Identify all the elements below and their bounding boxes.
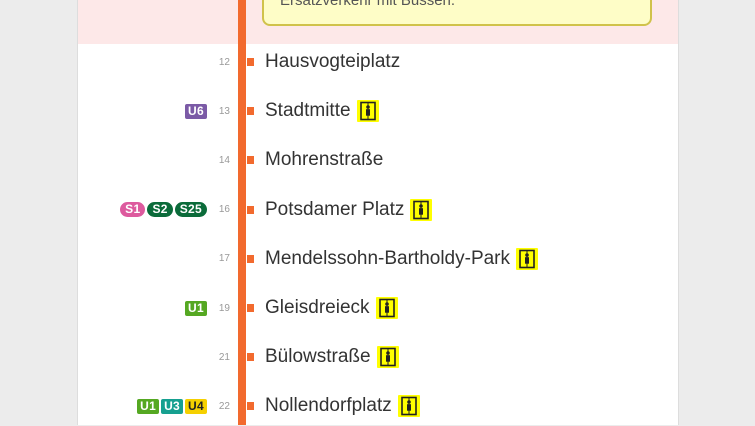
stop-marker bbox=[247, 156, 254, 165]
stop-name[interactable]: Nollendorfplatz bbox=[265, 386, 420, 426]
line-badge-u6[interactable]: U6 bbox=[185, 103, 207, 119]
elevator-icon bbox=[516, 247, 539, 270]
stop-name[interactable]: Stadtmitte bbox=[265, 91, 379, 131]
stop-name-text[interactable]: Potsdamer Platz bbox=[265, 198, 405, 220]
stop-name-text[interactable]: Gleisdreieck bbox=[265, 297, 370, 318]
route-card: Ersatzverkehr mit Bussen. 12 Hausvogteipl… bbox=[77, 0, 679, 425]
line-badge-u1[interactable]: U1 bbox=[137, 398, 160, 414]
stop-row[interactable]: 14 Mohrenstraße bbox=[78, 140, 678, 180]
stop-row[interactable]: 17 Mendelssohn-Bartholdy-Park bbox=[78, 239, 678, 279]
disruption-text: Ersatzverkehr mit Bussen. bbox=[280, 0, 456, 9]
line-badge-u3[interactable]: U3 bbox=[161, 398, 184, 414]
stop-minutes: 21 bbox=[218, 351, 230, 363]
stop-marker bbox=[247, 402, 254, 411]
stop-name-text[interactable]: Stadtmitte bbox=[265, 100, 351, 122]
stop-name-text[interactable]: Nollendorfplatz bbox=[265, 395, 392, 417]
stop-marker bbox=[247, 254, 254, 263]
stop-marker bbox=[247, 304, 254, 312]
stop-marker bbox=[247, 58, 254, 66]
stop-name[interactable]: Mendelssohn-Bartholdy-Park bbox=[265, 239, 539, 279]
stop-minutes: 17 bbox=[218, 253, 230, 265]
stop-minutes: 16 bbox=[218, 204, 230, 216]
stop-minutes: 13 bbox=[218, 105, 230, 117]
stop-name[interactable]: Gleisdreieck bbox=[265, 288, 398, 328]
stop-name-text[interactable]: Hausvogteiplatz bbox=[265, 51, 401, 72]
disruption-banner: Ersatzverkehr mit Bussen. bbox=[78, 0, 678, 44]
connection-badges: U6 bbox=[185, 91, 207, 131]
stop-marker bbox=[247, 205, 254, 214]
stop-name-text[interactable]: Mohrenstraße bbox=[265, 149, 384, 171]
stop-name-text[interactable]: Mendelssohn-Bartholdy-Park bbox=[265, 247, 511, 269]
stop-name[interactable]: Mohrenstraße bbox=[265, 140, 383, 180]
stop-marker bbox=[247, 353, 254, 362]
elevator-icon bbox=[375, 297, 398, 319]
line-badge-s25[interactable]: S25 bbox=[174, 202, 207, 218]
line-badge-u4[interactable]: U4 bbox=[185, 398, 207, 414]
line-badge-s2[interactable]: S2 bbox=[147, 202, 173, 218]
elevator-icon bbox=[410, 198, 433, 221]
stop-minutes: 19 bbox=[218, 302, 230, 314]
stop-name-text[interactable]: Bülowstraße bbox=[265, 346, 371, 368]
stop-row[interactable]: U1 19 Gleisdreieck bbox=[78, 288, 678, 328]
elevator-icon bbox=[376, 346, 399, 369]
stop-minutes: 12 bbox=[218, 56, 230, 68]
connection-badges: U1 bbox=[185, 288, 207, 328]
stop-row[interactable]: 12 Hausvogteiplatz bbox=[78, 42, 678, 82]
stop-name[interactable]: Bülowstraße bbox=[265, 337, 399, 377]
elevator-icon bbox=[397, 395, 420, 418]
elevator-icon bbox=[356, 100, 379, 123]
stop-row[interactable]: U6 13 Stadtmitte bbox=[78, 91, 678, 131]
stop-marker bbox=[247, 107, 254, 116]
disruption-message: Ersatzverkehr mit Bussen. bbox=[262, 0, 652, 26]
stop-minutes: 14 bbox=[218, 154, 230, 166]
line-badge-s1[interactable]: S1 bbox=[120, 202, 146, 218]
stop-row[interactable]: 21 Bülowstraße bbox=[78, 337, 678, 377]
line-track bbox=[238, 0, 246, 425]
stop-name[interactable]: Potsdamer Platz bbox=[265, 190, 433, 230]
stop-name[interactable]: Hausvogteiplatz bbox=[265, 42, 400, 82]
line-badge-u1[interactable]: U1 bbox=[185, 300, 207, 316]
stop-minutes: 22 bbox=[218, 400, 230, 412]
